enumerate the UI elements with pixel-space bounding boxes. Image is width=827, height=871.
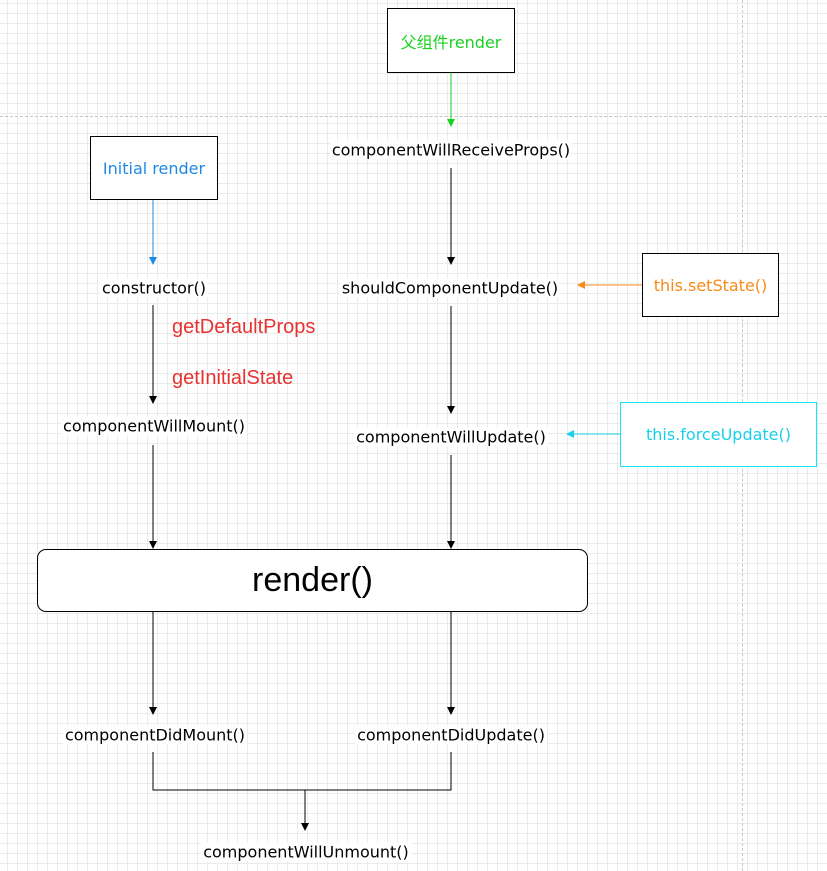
page-guide-horizontal	[0, 116, 827, 117]
component-did-mount-node: componentDidMount()	[62, 725, 248, 745]
render-box: render()	[37, 549, 588, 612]
parent-render-box: 父组件render	[387, 8, 515, 73]
component-will-receive-props-node: componentWillReceiveProps()	[329, 140, 573, 160]
initial-render-box: Initial render	[90, 136, 218, 200]
initial-render-label: Initial render	[102, 158, 206, 178]
merge-connector	[152, 752, 452, 791]
set-state-box: this.setState()	[642, 253, 779, 317]
should-component-update-node: shouldComponentUpdate()	[339, 278, 561, 298]
constructor-node: constructor()	[100, 278, 208, 298]
component-will-unmount-node: componentWillUnmount()	[201, 842, 411, 862]
render-label: render()	[252, 561, 373, 599]
parent-render-label: 父组件render	[400, 32, 502, 52]
force-update-label: this.forceUpdate()	[646, 425, 791, 444]
component-did-update-node: componentDidUpdate()	[355, 725, 547, 745]
component-will-update-node: componentWillUpdate()	[354, 427, 548, 447]
get-default-props-annotation: getDefaultProps	[172, 316, 316, 338]
force-update-box: this.forceUpdate()	[620, 402, 817, 467]
get-initial-state-annotation: getInitialState	[172, 367, 294, 389]
set-state-label: this.setState()	[653, 275, 768, 295]
component-will-mount-node: componentWillMount()	[61, 416, 247, 436]
